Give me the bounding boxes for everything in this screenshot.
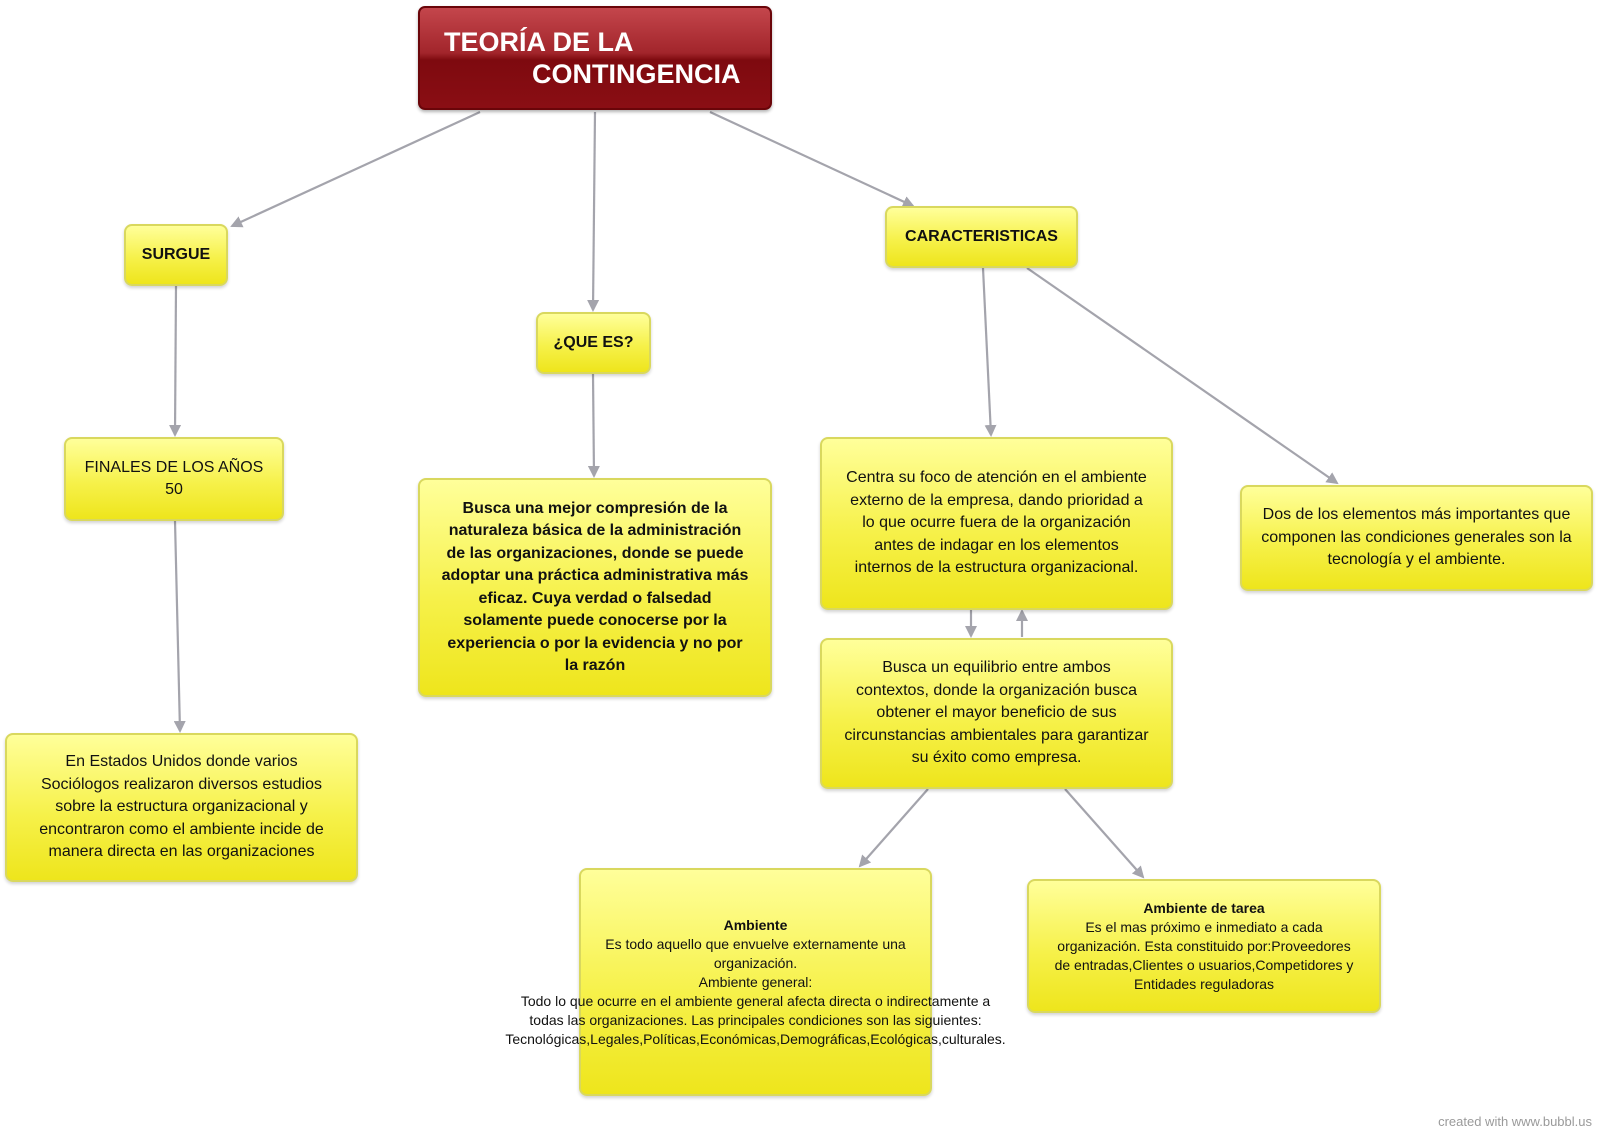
connector-que-es-to-busca-mejor: [587, 373, 600, 478]
node-ambiente-tarea-heading: Ambiente de tarea: [1143, 899, 1265, 916]
node-dos-elementos-text: Dos de los elementos más importantes que…: [1261, 506, 1572, 569]
connector-caracteristicas-to-centra-foco: [981, 267, 997, 437]
connector-title-to-caracteristicas: [709, 111, 915, 208]
node-ambiente-tarea[interactable]: Ambiente de tarea Es el mas próximo e in…: [1027, 879, 1381, 1013]
title-node[interactable]: TEORÍA DE LA CONTINGENCIA: [418, 6, 772, 110]
node-ambiente-line-2: Ambiente general:: [698, 973, 813, 990]
node-busca-equilibrio-text: Busca un equilibrio entre ambos contexto…: [844, 659, 1149, 767]
title-line-2: CONTINGENCIA: [532, 59, 741, 89]
node-dos-elementos[interactable]: Dos de los elementos más importantes que…: [1240, 485, 1593, 591]
node-caracteristicas-label: CARACTERISTICAS: [905, 228, 1058, 245]
node-busca-equilibrio[interactable]: Busca un equilibrio entre ambos contexto…: [820, 638, 1173, 789]
node-busca-mejor-text: Busca una mejor compresión de la natural…: [441, 499, 749, 675]
node-ambiente-line-1: Es todo aquello que envuelve externament…: [605, 935, 906, 971]
node-finales-line-2: 50: [165, 481, 183, 498]
node-estados-unidos-text: En Estados Unidos donde varios Sociólogo…: [39, 753, 324, 861]
connector-busca-equilibrio-to-ambiente: [858, 788, 929, 868]
node-ambiente-tarea-body: Es el mas próximo e inmediato a cada org…: [1054, 918, 1354, 992]
footer-credit: created with www.bubbl.us: [1438, 1114, 1592, 1129]
node-que-es-label: ¿QUE ES?: [553, 334, 634, 351]
connector-busca-equilibrio-to-ambiente-tarea: [1064, 788, 1145, 879]
connector-caracteristicas-to-dos-elementos: [1026, 267, 1339, 485]
node-centra-foco[interactable]: Centra su foco de atención en el ambient…: [820, 437, 1173, 610]
node-ambiente[interactable]: Ambiente Es todo aquello que envuelve ex…: [505, 868, 1006, 1096]
title-line-1: TEORÍA DE LA: [444, 27, 634, 57]
node-busca-mejor[interactable]: Busca una mejor compresión de la natural…: [418, 478, 772, 697]
connector-finales-to-estados-unidos: [173, 520, 186, 733]
node-finales[interactable]: FINALES DE LOS AÑOS 50: [64, 437, 284, 521]
node-caracteristicas[interactable]: CARACTERISTICAS: [885, 206, 1078, 268]
connector-title-to-que-es: [587, 111, 600, 312]
connector-surgue-to-finales: [169, 285, 182, 437]
connector-title-to-surgue: [230, 111, 481, 228]
node-finales-line-1: FINALES DE LOS AÑOS: [84, 458, 264, 476]
node-ambiente-line-3: Todo lo que ocurre en el ambiente genera…: [505, 992, 1006, 1047]
node-surgue[interactable]: SURGUE: [124, 224, 228, 286]
node-surgue-label: SURGUE: [141, 246, 211, 263]
node-centra-foco-text: Centra su foco de atención en el ambient…: [846, 469, 1147, 577]
node-ambiente-heading: Ambiente: [723, 916, 788, 933]
node-que-es[interactable]: ¿QUE ES?: [536, 312, 651, 374]
node-estados-unidos[interactable]: En Estados Unidos donde varios Sociólogo…: [5, 733, 358, 882]
